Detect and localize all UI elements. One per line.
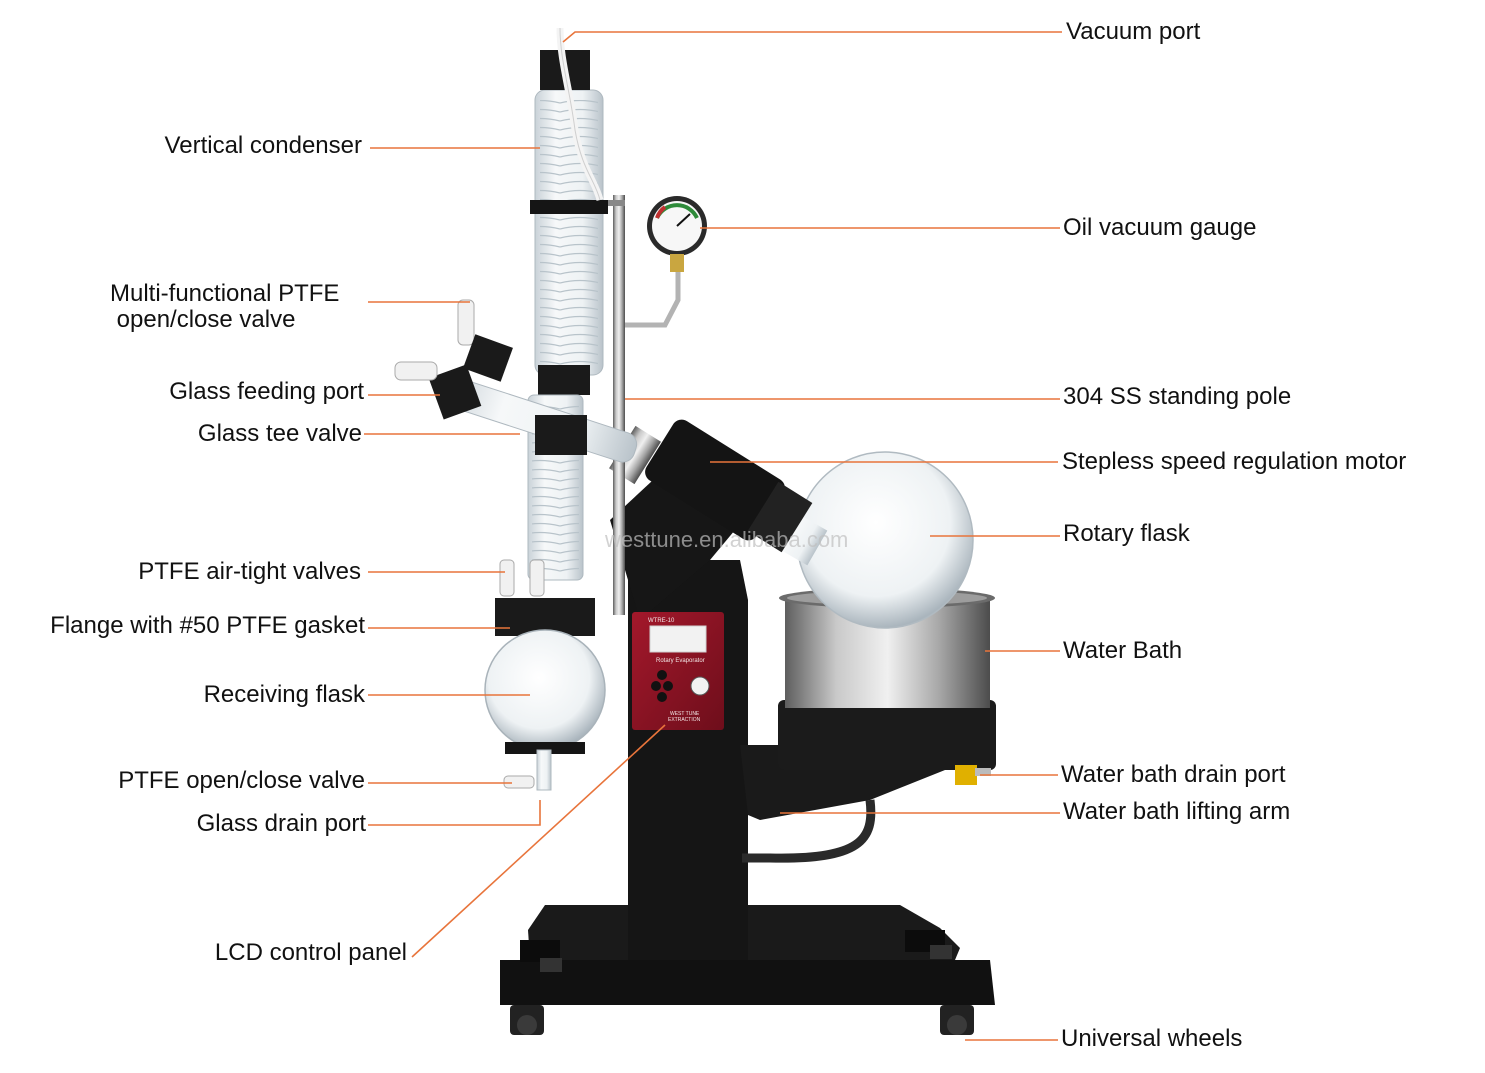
control-panel: WTRE-10 Rotary Evaporator WEST TUNE EXTR… [632,612,724,730]
leader-lines [364,31,1062,1041]
label-oil-vacuum-gauge: Oil vacuum gauge [1063,214,1257,241]
leader-line-lcd-control-panel [411,724,666,958]
label-glass-feeding-port: Glass feeding port [169,378,364,405]
panel-model-text: WTRE-10 [648,618,675,624]
label-speed-motor: Stepless speed regulation motor [1062,448,1407,475]
wheel-icon [510,945,974,1035]
label-ss-standing-pole: 304 SS standing pole [1063,383,1292,410]
label-vertical-condenser: Vertical condenser [164,132,362,159]
label-multi-ptfe-valve: Multi-functional PTFE open/close valve [110,280,340,333]
label-glass-drain-port: Glass drain port [196,810,366,837]
leader-line-glass-drain-port [368,800,541,826]
feed-tee-assembly [394,299,638,463]
label-water-bath-lifting-arm: Water bath lifting arm [1063,798,1291,825]
vacuum-gauge-icon [647,196,707,272]
label-vacuum-port: Vacuum port [1066,18,1201,45]
panel-brand-line2: EXTRACTION [668,717,701,723]
watermark-text: westtune.en.alibaba.com [604,527,848,552]
label-glass-tee-valve: Glass tee valve [197,420,362,447]
label-water-bath: Water Bath [1063,637,1183,664]
condenser-column [527,27,608,581]
leader-line-vacuum-port [562,31,1062,43]
receiving-flask-assembly [484,559,606,791]
panel-brand-line1: WEST TUNE [670,711,700,717]
label-ptfe-air-tight-valves: PTFE air-tight valves [138,558,361,585]
label-lcd-control-panel: LCD control panel [214,939,407,966]
label-universal-wheels: Universal wheels [1061,1025,1243,1052]
panel-title-text: Rotary Evaporator [656,658,705,664]
label-rotary-flask: Rotary flask [1063,520,1190,547]
label-ptfe-open-close-valve: PTFE open/close valve [118,767,365,794]
label-flange-gasket: Flange with #50 PTFE gasket [50,612,365,639]
label-water-bath-drain-port: Water bath drain port [1061,761,1286,788]
label-receiving-flask: Receiving flask [203,681,365,708]
